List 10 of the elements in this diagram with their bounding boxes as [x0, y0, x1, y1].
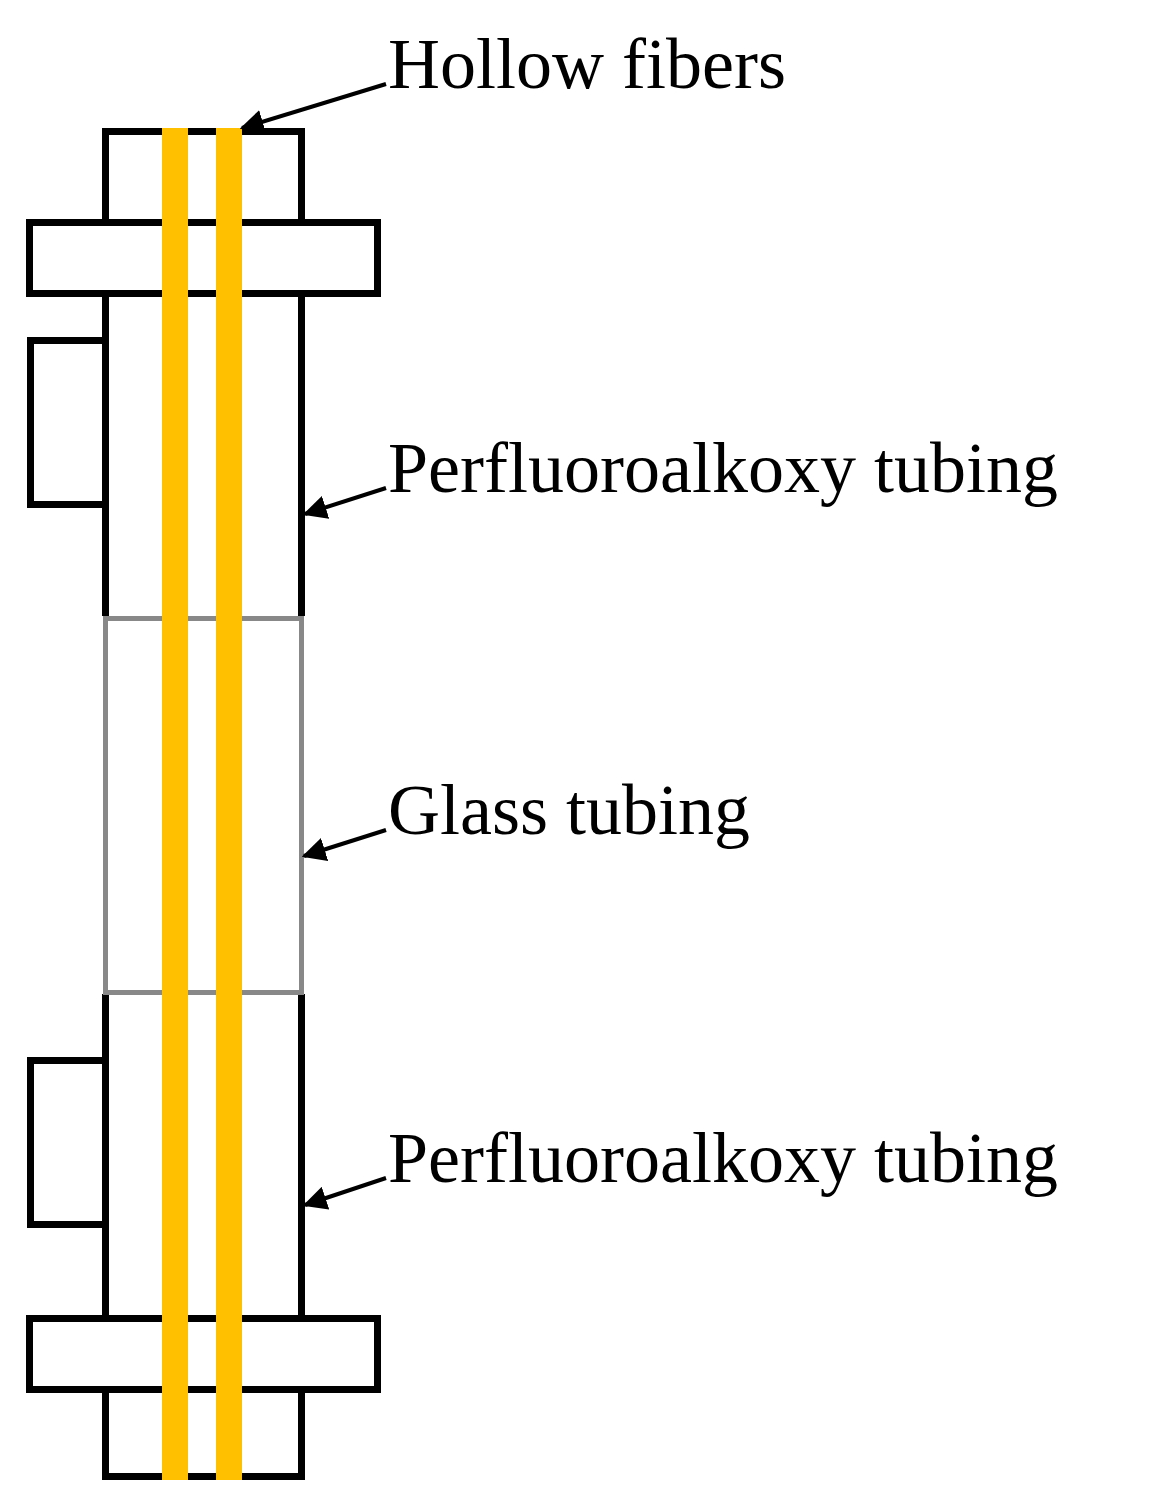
part-label: Hollow fibers [388, 24, 786, 104]
leader-arrow [302, 1176, 387, 1210]
leader-arrow [301, 828, 387, 861]
fiber-bundle [162, 128, 242, 1480]
tube-section [102, 294, 305, 616]
part-label: Glass tubing [388, 770, 750, 850]
leader-arrow [302, 486, 387, 519]
part-label: Perfluoroalkoxy tubing [388, 428, 1058, 508]
part-label: Perfluoroalkoxy tubing [388, 1118, 1058, 1198]
glass-tube-section [103, 616, 304, 995]
